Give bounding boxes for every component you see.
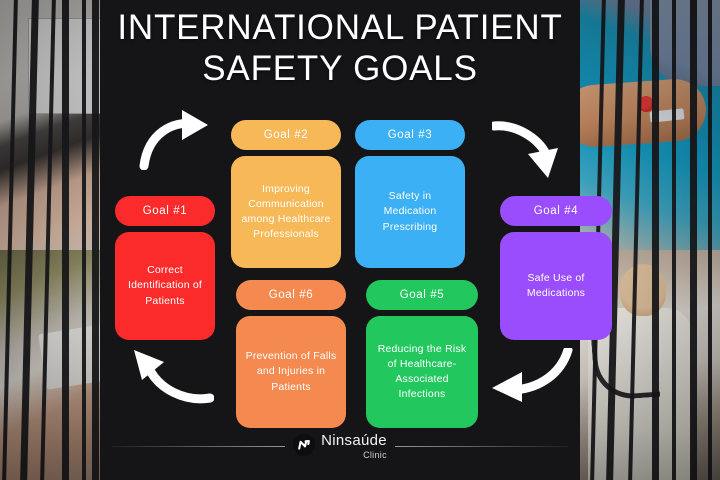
- goal-6-card[interactable]: Prevention of Falls and Injuries in Pati…: [236, 316, 346, 428]
- page-title: INTERNATIONAL PATIENT SAFETY GOALS: [100, 8, 580, 89]
- goal-2-label[interactable]: Goal #2: [231, 120, 341, 150]
- goal-5-label[interactable]: Goal #5: [366, 280, 478, 310]
- goal-5-card[interactable]: Reducing the Risk of Healthcare-Associat…: [366, 316, 478, 428]
- n-logo-icon: [293, 433, 316, 456]
- goal-1-label[interactable]: Goal #1: [115, 196, 215, 226]
- title-line-1: INTERNATIONAL PATIENT: [117, 8, 563, 47]
- goal-3-label[interactable]: Goal #3: [355, 120, 465, 150]
- goal-3-card[interactable]: Safety in Medication Prescribing: [355, 156, 465, 268]
- footer-rule-right: [394, 445, 568, 447]
- content-panel: INTERNATIONAL PATIENT SAFETY GOALS Goal …: [100, 0, 612, 480]
- goal-4-label[interactable]: Goal #4: [500, 196, 612, 226]
- goal-1-card[interactable]: Correct Identification of Patients: [115, 232, 215, 340]
- brand-text: Ninsaúde Clinic: [321, 433, 387, 460]
- brand-logo: Ninsaúde Clinic: [285, 433, 395, 460]
- footer-rule-left: [112, 445, 286, 447]
- brand-subtitle: Clinic: [363, 449, 387, 460]
- goal-6-label[interactable]: Goal #6: [236, 280, 346, 310]
- footer: Ninsaúde Clinic: [112, 426, 568, 466]
- title-line-2: SAFETY GOALS: [202, 48, 478, 88]
- goal-4-card[interactable]: Safe Use of Medications: [500, 232, 612, 340]
- goal-2-card[interactable]: Improving Communication among Healthcare…: [231, 156, 341, 268]
- brand-name: Ninsaúde: [321, 431, 387, 449]
